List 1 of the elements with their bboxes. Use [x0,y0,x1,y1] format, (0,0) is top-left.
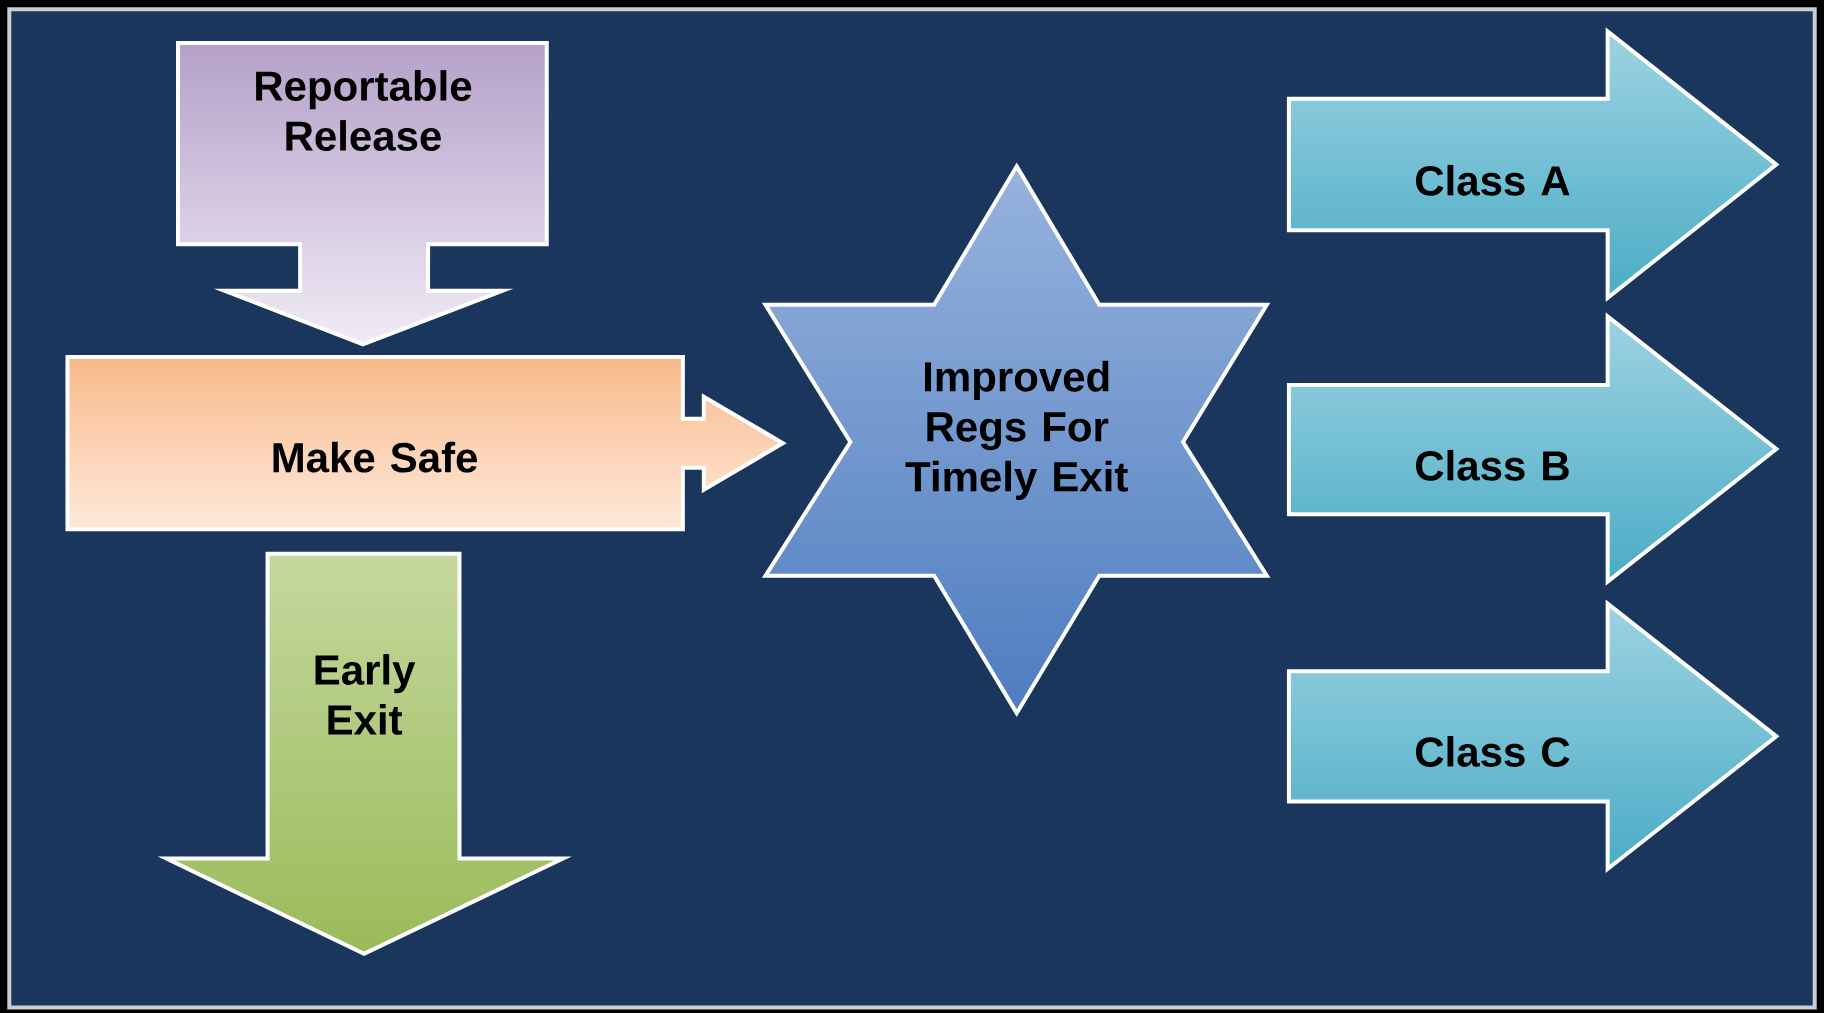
right-arrow-callout: Make Safe [65,355,787,532]
